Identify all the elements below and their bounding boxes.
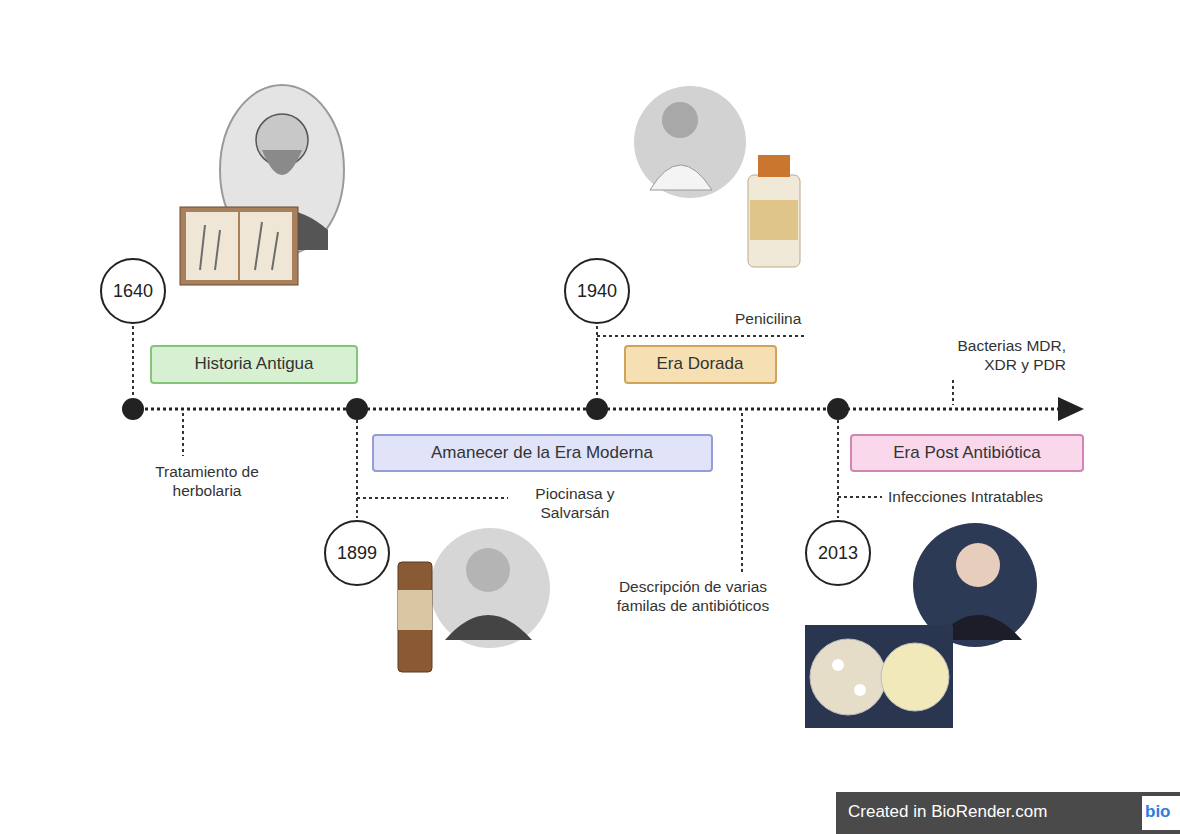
note-label: Penicilina [735,309,825,328]
petri-dish [881,643,949,711]
salvarsan-vial [398,562,432,672]
scientist-photo [634,86,746,198]
label-wrap: Infecciones Intratables [888,487,1118,506]
timeline-arrowhead [1058,397,1084,421]
watermark-text: Created in BioRender.com [848,802,1128,821]
era-box: Era Dorada [624,345,777,384]
inhibition-zone [854,684,866,696]
timeline-dot [122,398,144,420]
year-circle: 1640 [100,258,166,324]
label-wrap: Piocinasa y Salvarsán [515,484,635,522]
bottle-label [750,200,798,240]
photo-head [956,543,1000,587]
year-text: 2013 [818,543,858,564]
photo-suit [445,615,532,640]
photo-coat [650,165,712,190]
timeline-dot [346,398,368,420]
watermark-bar [836,792,1180,834]
label-wrap: Tratamiento de herbolaria [132,462,282,500]
note-label: Infecciones Intratables [888,487,1118,506]
penicillin-bottle [748,175,800,267]
era-box: Historia Antigua [150,345,358,384]
label-wrap: Descripción de varias familas de antibió… [615,577,771,615]
photo-head [466,548,510,592]
watermark-logo-box [1142,796,1180,830]
year-circle: 2013 [805,520,871,586]
era-title: Amanecer de la Era Moderna [431,443,653,463]
era-title: Era Post Antibiótica [893,443,1040,463]
label-wrap: bio [1145,802,1179,821]
petri-photo [805,625,953,728]
timeline-dot [827,398,849,420]
timeline-dot [586,398,608,420]
portrait-beard [262,150,302,175]
note-label: Descripción de varias familas de antibió… [615,577,771,615]
vial-label [398,590,432,630]
year-circle: 1899 [324,520,390,586]
label-wrap: Created in BioRender.com [848,802,1128,821]
scientist-photo [430,528,550,648]
year-circle: 1940 [564,258,630,324]
era-title: Era Dorada [657,354,744,374]
bottle-cap [758,155,790,177]
note-label: Piocinasa y Salvarsán [515,484,635,522]
note-label: Bacterias MDR, XDR y PDR [932,336,1066,374]
plant-drawings [200,222,278,270]
inhibition-zone [832,659,844,671]
label-wrap: Bacterias MDR, XDR y PDR [932,336,1066,374]
petri-dish [810,639,886,715]
note-label: Tratamiento de herbolaria [132,462,282,500]
year-text: 1899 [337,543,377,564]
era-title: Historia Antigua [194,354,313,374]
era-box: Amanecer de la Era Moderna [372,434,713,472]
label-wrap: Penicilina [735,309,825,328]
photo-head [662,102,698,138]
year-text: 1640 [113,281,153,302]
book-page [240,212,292,280]
era-box: Era Post Antibiótica [850,434,1084,472]
watermark-logo: bio [1145,802,1179,821]
herbal-book [180,207,298,285]
year-text: 1940 [577,281,617,302]
book-page [186,212,238,280]
